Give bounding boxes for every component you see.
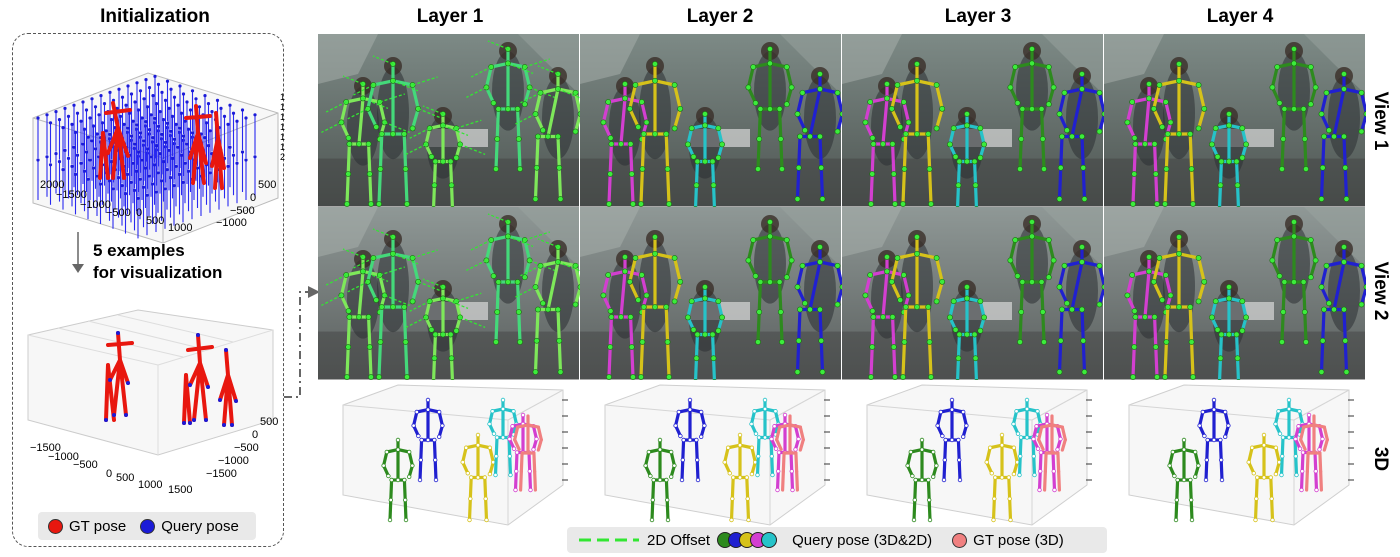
svg-text:500: 500 (260, 416, 278, 428)
svg-text:0: 0 (106, 468, 112, 480)
column-header-layer-2: Layer 2 (686, 6, 754, 27)
arrow-caption: 5 examples for visualization (93, 241, 223, 282)
view-1-layer-4-tile (1104, 34, 1366, 212)
svg-text:−1000: −1000 (48, 451, 79, 463)
row-label-3d: 3D (1370, 446, 1391, 472)
pose-3d-layer-3-tile (866, 384, 1092, 526)
view-image-grid (318, 34, 1366, 380)
row-label-view-1: View 1 (1370, 91, 1391, 151)
connector-arrow (284, 286, 320, 398)
svg-text:1000: 1000 (138, 479, 162, 491)
top-x-ticks: 2000 −1500 −1000 −500 0 500 1000 (40, 179, 192, 234)
svg-text:0: 0 (136, 207, 142, 219)
view-2-layer-4-tile (1104, 207, 1366, 380)
pose-3d-layer-4-tile (1128, 384, 1354, 526)
init-examples-plot: −1500 −1000 −500 0 500 1000 1500 500 0 −… (27, 309, 278, 495)
svg-text:500: 500 (146, 215, 164, 227)
pose-3d-layer-2-tile (604, 384, 830, 526)
initialization-panel (12, 33, 284, 547)
gt-pose-3d-label: GT pose (3D) (973, 531, 1064, 549)
svg-text:−500: −500 (106, 207, 131, 219)
svg-text:1: 1 (280, 92, 285, 102)
init-query-grid-plot: 2000 −1500 −1000 −500 0 500 1000 500 0 −… (32, 72, 285, 244)
view-1-layer-1-tile (318, 34, 606, 212)
svg-text:−1000: −1000 (218, 455, 249, 467)
svg-text:500: 500 (258, 179, 276, 191)
query-grid-dots (36, 74, 257, 239)
view-2-layer-3-tile (842, 207, 1108, 380)
svg-text:−1500: −1500 (30, 442, 61, 454)
offset-label: 2D Offset (647, 531, 711, 549)
initialization-title: Initialization (100, 6, 210, 27)
offset-dash-icon (579, 538, 639, 542)
view-1-layer-2-tile (580, 34, 846, 212)
svg-text:1: 1 (280, 142, 285, 152)
view-2-layer-1-tile (318, 207, 606, 380)
gt-legend-label: GT pose (69, 517, 127, 535)
bottom-y-ticks: 500 0 −500 −1000 −1500 (206, 416, 278, 480)
down-arrow (72, 232, 84, 273)
svg-text:1: 1 (280, 122, 285, 132)
svg-text:1: 1 (280, 132, 285, 142)
svg-text:−1500: −1500 (56, 189, 87, 201)
svg-text:1500: 1500 (168, 484, 192, 495)
svg-text:500: 500 (116, 472, 134, 484)
pose-3d-layer-1-tile (342, 384, 568, 526)
gt-poses-examples (104, 331, 238, 427)
init-legend: GT pose Query pose (38, 512, 256, 540)
query-joints-examples (104, 331, 238, 427)
column-header-layer-1: Layer 1 (416, 6, 484, 27)
gt-3d-marker-icon (952, 532, 968, 548)
svg-text:1: 1 (280, 102, 285, 112)
svg-text:−1000: −1000 (80, 199, 111, 211)
svg-text:0: 0 (252, 429, 258, 441)
pose-3d-row (342, 384, 1354, 526)
svg-text:1000: 1000 (168, 222, 192, 234)
gt-marker-icon (48, 518, 63, 534)
svg-text:−1500: −1500 (206, 468, 237, 480)
gt-poses-top (98, 101, 226, 190)
axes-box (27, 309, 274, 456)
bottom-x-ticks: −1500 −1000 −500 0 500 1000 1500 (30, 442, 192, 495)
view-1-layer-3-tile (842, 34, 1108, 212)
top-y-ticks: 500 0 −500 −1000 (216, 179, 276, 229)
svg-text:2: 2 (280, 152, 285, 162)
svg-text:−500: −500 (230, 205, 255, 217)
svg-text:−500: −500 (73, 459, 98, 471)
bottom-legend: 2D Offset Query pose (3D&2D) GT pose (3D… (567, 527, 1107, 553)
query-pose-label: Query pose (3D&2D) (792, 531, 933, 549)
svg-text:1: 1 (280, 112, 285, 122)
top-z-ticks: 1 1 1 1 1 1 2 (280, 92, 285, 162)
column-header-layer-3: Layer 3 (944, 6, 1012, 27)
query-legend-label: Query pose (161, 517, 239, 535)
svg-text:−500: −500 (234, 442, 259, 454)
svg-text:0: 0 (250, 192, 256, 204)
view-2-layer-2-tile (580, 207, 846, 380)
query-colors-icon (717, 532, 778, 548)
column-header-layer-4: Layer 4 (1206, 6, 1274, 27)
query-marker-icon (140, 518, 156, 534)
svg-text:−1000: −1000 (216, 217, 247, 229)
row-label-view-2: View 2 (1370, 261, 1391, 321)
svg-text:2000: 2000 (40, 179, 64, 191)
